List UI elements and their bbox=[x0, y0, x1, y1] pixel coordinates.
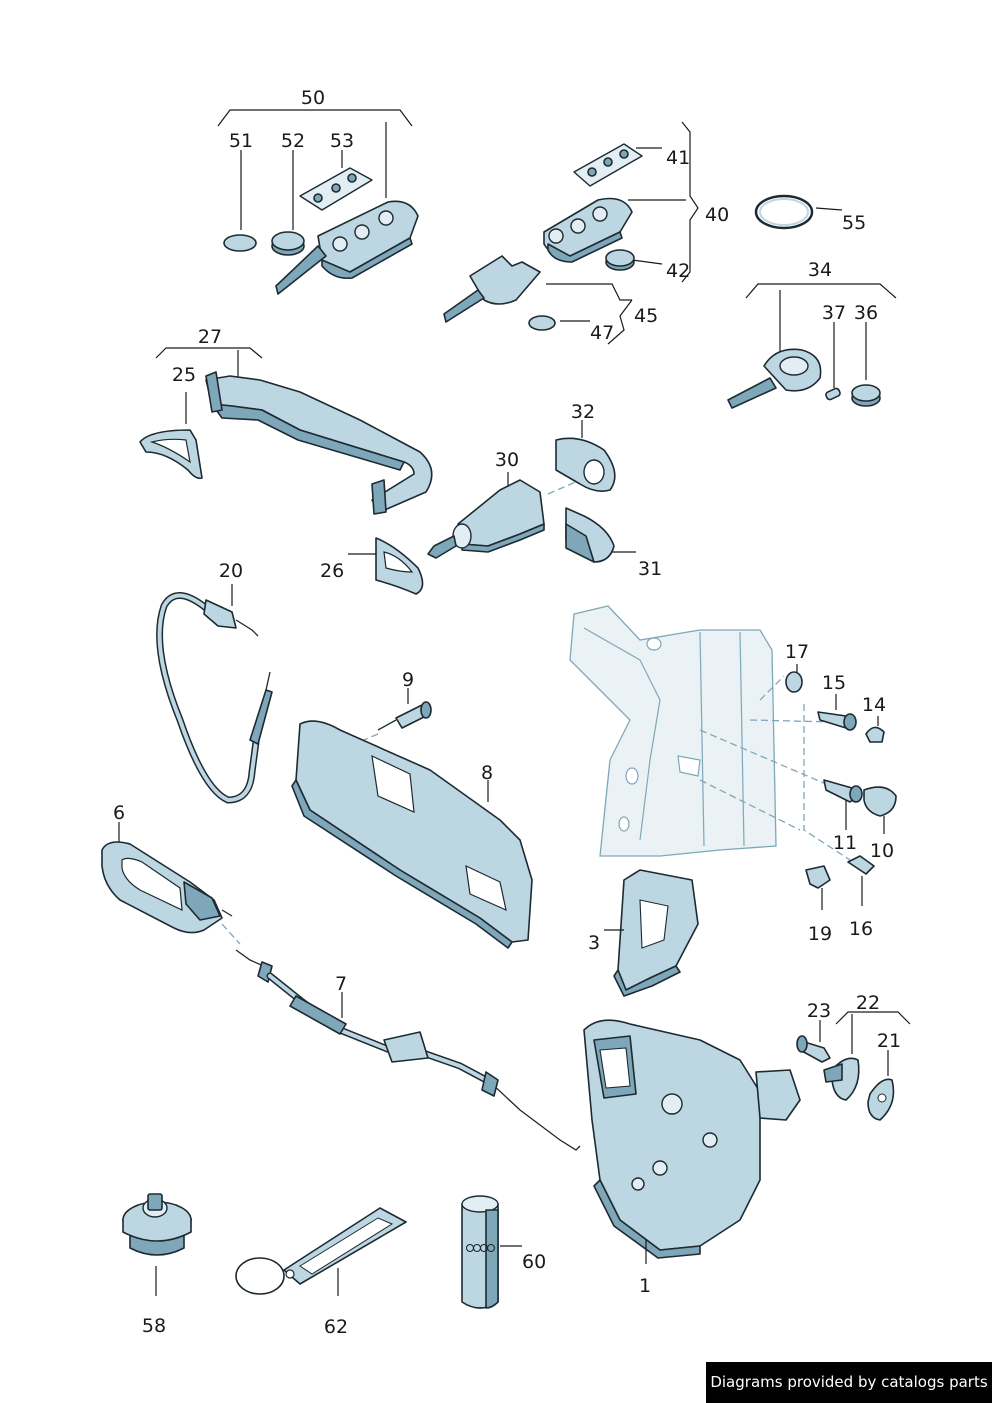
key-group-34 bbox=[727, 283, 897, 409]
callout-60: 60 bbox=[522, 1251, 546, 1273]
o-ring-55 bbox=[754, 194, 843, 230]
callout-17: 17 bbox=[785, 641, 809, 663]
key-group-50 bbox=[217, 109, 419, 295]
callout-36: 36 bbox=[854, 302, 878, 324]
callout-3: 3 bbox=[588, 932, 600, 954]
lock-cylinder-30 bbox=[348, 420, 636, 595]
bowden-cable-20 bbox=[156, 584, 273, 804]
callout-45: 45 bbox=[634, 305, 658, 327]
callout-52: 52 bbox=[281, 130, 305, 152]
callout-10: 10 bbox=[870, 840, 894, 862]
callout-34: 34 bbox=[808, 259, 832, 281]
door-lock-1 bbox=[583, 1019, 801, 1264]
callout-6: 6 bbox=[113, 802, 125, 824]
callout-62: 62 bbox=[324, 1316, 348, 1338]
callout-23: 23 bbox=[807, 1000, 831, 1022]
callout-19: 19 bbox=[808, 923, 832, 945]
handle-carrier-8 bbox=[291, 688, 533, 949]
grease-tube-60 bbox=[461, 1195, 522, 1309]
callout-30: 30 bbox=[495, 449, 519, 471]
callout-47: 47 bbox=[590, 322, 614, 344]
callout-37: 37 bbox=[822, 302, 846, 324]
callout-26: 26 bbox=[320, 560, 344, 582]
door-fasteners bbox=[785, 664, 897, 910]
door-panel bbox=[569, 605, 851, 861]
callout-8: 8 bbox=[481, 762, 493, 784]
bracket-3 bbox=[604, 869, 699, 997]
callout-14: 14 bbox=[862, 694, 886, 716]
callout-41: 41 bbox=[666, 147, 690, 169]
callout-27: 27 bbox=[198, 326, 222, 348]
callout-25: 25 bbox=[172, 364, 196, 386]
remote-group-40 bbox=[443, 121, 699, 345]
callout-21: 21 bbox=[877, 1030, 901, 1052]
interior-handle-6 bbox=[101, 822, 241, 945]
exterior-handle-27 bbox=[139, 347, 433, 515]
key-tag-62 bbox=[235, 1207, 407, 1296]
callout-11: 11 bbox=[833, 832, 857, 854]
callout-16: 16 bbox=[849, 918, 873, 940]
callout-15: 15 bbox=[822, 672, 846, 694]
callout-53: 53 bbox=[330, 130, 354, 152]
callout-20: 20 bbox=[219, 560, 243, 582]
callout-58: 58 bbox=[142, 1315, 166, 1337]
callout-42: 42 bbox=[666, 260, 690, 282]
callout-7: 7 bbox=[335, 973, 347, 995]
callout-31: 31 bbox=[638, 558, 662, 580]
bowden-cable-7 bbox=[235, 949, 581, 1151]
callout-40: 40 bbox=[705, 204, 729, 226]
callout-9: 9 bbox=[402, 669, 414, 691]
diagram-credit-banner: Diagrams provided by catalogs parts bbox=[706, 1362, 992, 1403]
lock-plates-22 bbox=[796, 1011, 911, 1121]
callout-50: 50 bbox=[301, 87, 325, 109]
lock-barrel-58 bbox=[122, 1193, 192, 1296]
callout-32: 32 bbox=[571, 401, 595, 423]
callout-22: 22 bbox=[856, 992, 880, 1014]
callout-1: 1 bbox=[639, 1275, 651, 1297]
callout-55: 55 bbox=[842, 212, 866, 234]
callout-51: 51 bbox=[229, 130, 253, 152]
